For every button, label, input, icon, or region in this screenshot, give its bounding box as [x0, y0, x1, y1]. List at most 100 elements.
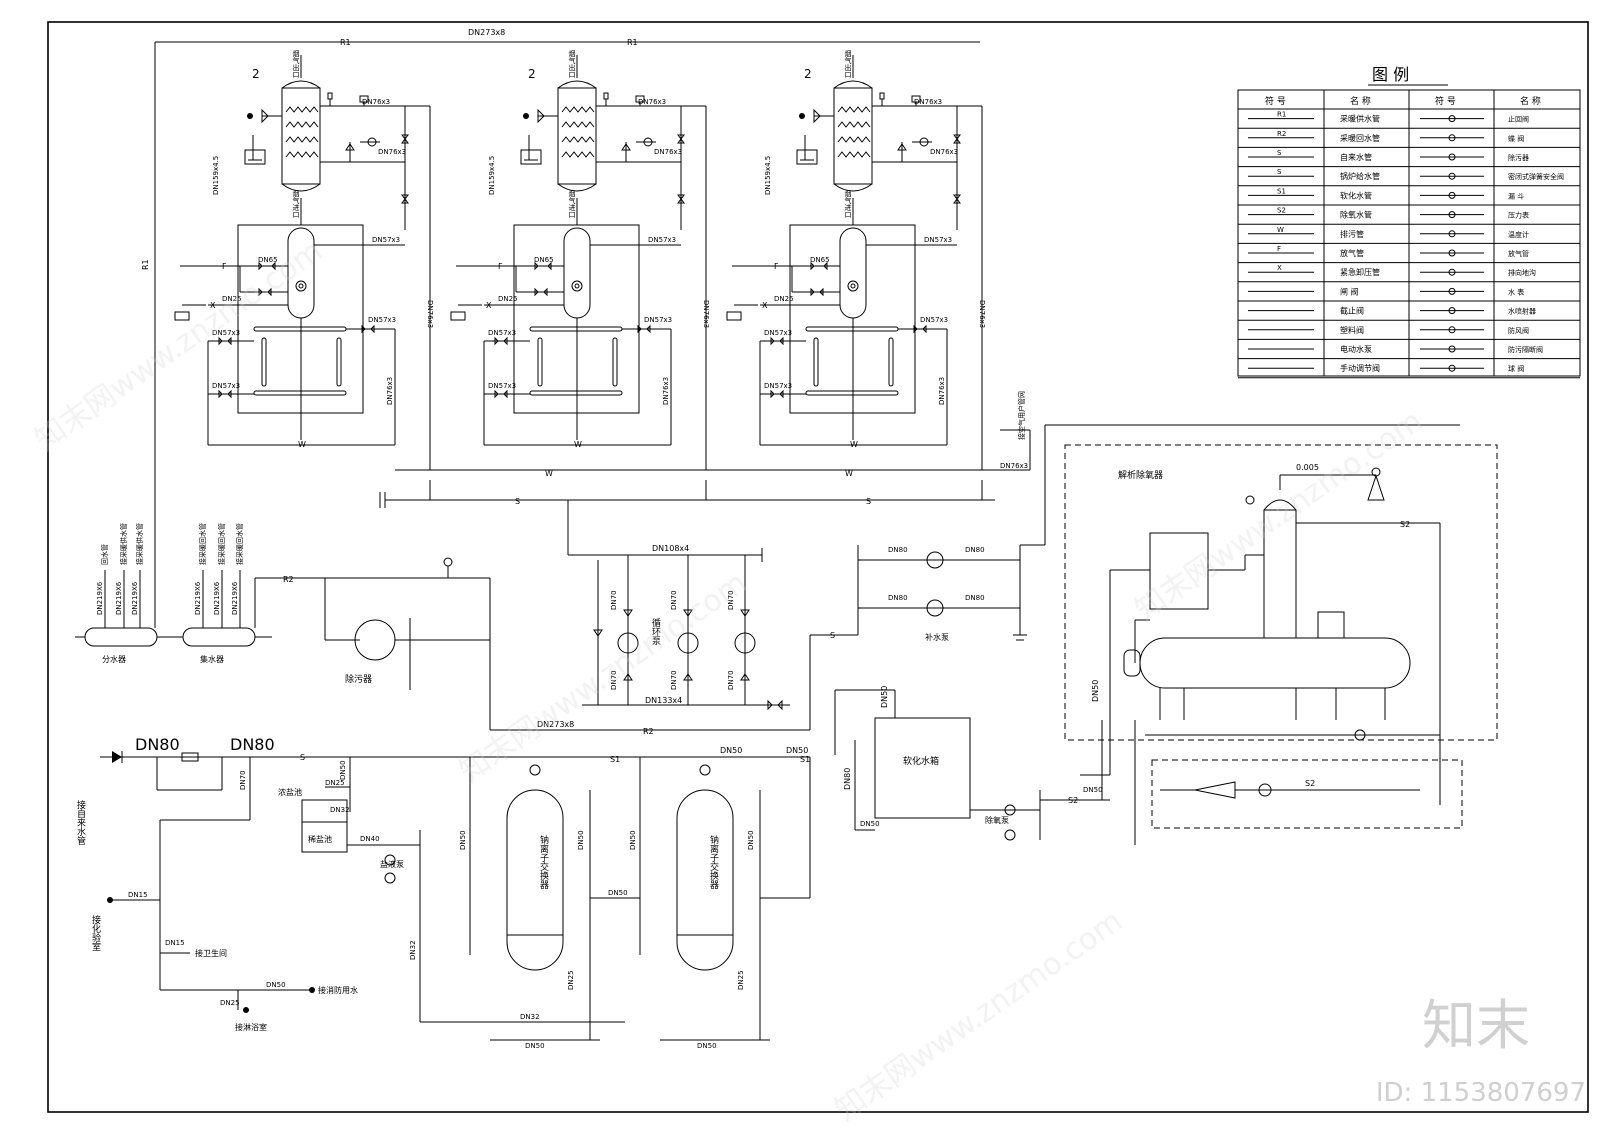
- deaer-pump-2: [1004, 829, 1016, 841]
- w-label-2: W: [574, 440, 582, 449]
- brine-dn32-2: DN32: [409, 940, 417, 960]
- s2-out-dn50: DN50: [1083, 786, 1103, 794]
- distributor-label: 分水器: [102, 654, 126, 664]
- soft-water-tank: [874, 717, 971, 819]
- boiler-item-no-2: 2: [528, 67, 536, 81]
- legend-code: R1: [1277, 111, 1286, 119]
- brine-tank-label: 浓盐池: [278, 787, 302, 797]
- flue-out-label-3: 烟气出口: [844, 49, 852, 78]
- collector-branch-size: DN219X6: [231, 581, 239, 615]
- dn76-top-1: DN76x3: [362, 98, 390, 106]
- x-label-1: X: [210, 301, 216, 310]
- brine-dn50: DN50: [339, 760, 347, 780]
- bottom-dn50-2: DN50: [697, 1042, 717, 1050]
- legend-sym-name: 放气管: [1508, 249, 1529, 258]
- s-city-label: S: [300, 753, 305, 762]
- dn65-label-1: DN65: [258, 256, 278, 264]
- circ-dn70-bot-2: DN70: [670, 670, 678, 690]
- legend-name: 自来水管: [1340, 152, 1372, 162]
- dn76-top-3: DN76x3: [914, 98, 942, 106]
- w-main-label: W: [545, 469, 553, 478]
- dilute-tank: [301, 821, 348, 853]
- legend-header-symbol-2: 符 号: [1435, 95, 1456, 107]
- check-valve-icon: [1448, 115, 1456, 123]
- circ-dn70-top-2: DN70: [670, 590, 678, 610]
- pressure-gauge-icon: [1448, 211, 1456, 219]
- brine-pump-2: [384, 872, 396, 884]
- watermark-site-3: 知末网www.znzmo.com: [829, 904, 1129, 1129]
- deaer-pump-label: 除氧泵: [985, 815, 1009, 825]
- dn76-side-1: DN76x3: [426, 300, 434, 328]
- soft-tank-dn50: DN50: [880, 686, 889, 708]
- top-mains: R1 DN273x8 R1 R1: [141, 28, 980, 600]
- legend-sym-name: 压力表: [1508, 211, 1529, 220]
- safety-valve-icon: [1448, 172, 1456, 180]
- big-dn80-a: DN80: [135, 735, 180, 754]
- from-city-label: 接自来水管: [75, 799, 86, 845]
- s2-loop-label: S2: [1305, 779, 1315, 788]
- dn57-right-2: DN57x3: [644, 316, 672, 324]
- makeup-pump-1: [926, 551, 944, 569]
- dn76-lower-3: DN76x3: [938, 377, 946, 405]
- ion-exchanger-label-1: 钠离子交换器: [538, 834, 549, 889]
- ion-exchanger-2: [676, 789, 734, 971]
- dn76-mid-1: DN76x3: [378, 148, 406, 156]
- brine-dn40: DN40: [360, 835, 380, 843]
- legend-sym-name: 水喷射器: [1508, 307, 1536, 316]
- exchanger-dn50-2: DN50: [629, 830, 637, 850]
- collector-header: [182, 627, 256, 647]
- air-vent-icon: [1448, 249, 1456, 257]
- ejector-icon: [1448, 307, 1456, 315]
- fire-dn50: DN50: [266, 981, 286, 989]
- strainer-icon: [1448, 153, 1456, 161]
- boiler-unit-2: [450, 54, 707, 471]
- circ-dn70-bot-1: DN70: [610, 670, 618, 690]
- ejector-icon: [1367, 474, 1385, 501]
- distributor-branch-size: DN219X6: [96, 581, 104, 615]
- to-wc-label: 接卫生间: [195, 948, 227, 958]
- legend-name: 采暖供水管: [1340, 114, 1380, 124]
- water-ejector-icon: [1194, 781, 1236, 799]
- s1-dn50: DN50: [720, 746, 742, 755]
- deaerator-reactor: [1149, 532, 1209, 610]
- brine-dn25: DN25: [325, 779, 345, 787]
- collector-branch-size: DN219X6: [213, 581, 221, 615]
- dn57-left-b-1: DN57x3: [212, 382, 240, 390]
- watermark-site-1: 知末网www.znzmo.com: [29, 234, 329, 459]
- s2-out-label: S2: [1068, 796, 1078, 805]
- funnel-icon: [1448, 191, 1456, 199]
- s2-deaer-label: S2: [1400, 520, 1410, 529]
- dn65-label-3: DN65: [810, 256, 830, 264]
- legend-name: 除氧水管: [1340, 210, 1372, 220]
- flue-in-label-1: 烟气进口: [292, 189, 300, 218]
- collector-label: 集水器: [200, 654, 224, 664]
- circ-dn70-top-3: DN70: [727, 590, 735, 610]
- dn159-label-1: DN159x4.5: [212, 156, 220, 195]
- exchanger-dn25-2: DN25: [737, 970, 745, 990]
- legend-sym-name: 除污器: [1508, 153, 1529, 162]
- dn76-side-3: DN76x3: [978, 300, 986, 328]
- ion-exchanger-label-2: 钠离子交换器: [708, 834, 719, 889]
- butterfly-valve-icon: [1448, 134, 1456, 142]
- circ-return-header-label: DN133x4: [645, 696, 682, 705]
- distributor-collector: 回水管DN219X6接采暖供水管DN219X6接采暖供水管DN219X6接采暖回…: [75, 523, 272, 664]
- w-label-3: W: [850, 440, 858, 449]
- distributor-branch-label: 回水管: [100, 544, 109, 565]
- deaerator-boundary: [1064, 444, 1498, 741]
- distributor-branch-size: DN219X6: [115, 581, 123, 615]
- water-meter-icon: [1448, 287, 1456, 295]
- makeup-dn80-2: DN80: [965, 546, 985, 554]
- legend-name: 排污管: [1340, 229, 1364, 239]
- w-label-1: W: [298, 440, 306, 449]
- dn57-top-3: DN57x3: [924, 236, 952, 244]
- circulation-pump-group: DN108x4 DN133x4 DN70DN70DN70DN70DN70DN70…: [567, 500, 790, 711]
- legend-name: 截止阀: [1340, 306, 1364, 316]
- soft-tank-dn80: DN80: [843, 768, 852, 790]
- dn57-left-b-2: DN57x3: [488, 382, 516, 390]
- return-line-strainer: R2 除污器 DN273x8 R2 S: [270, 557, 858, 736]
- thermometer-icon: [1448, 230, 1456, 238]
- makeup-pump-2: [926, 599, 944, 617]
- f-label-2: F: [498, 262, 503, 271]
- dn25-label-2: DN25: [498, 295, 518, 303]
